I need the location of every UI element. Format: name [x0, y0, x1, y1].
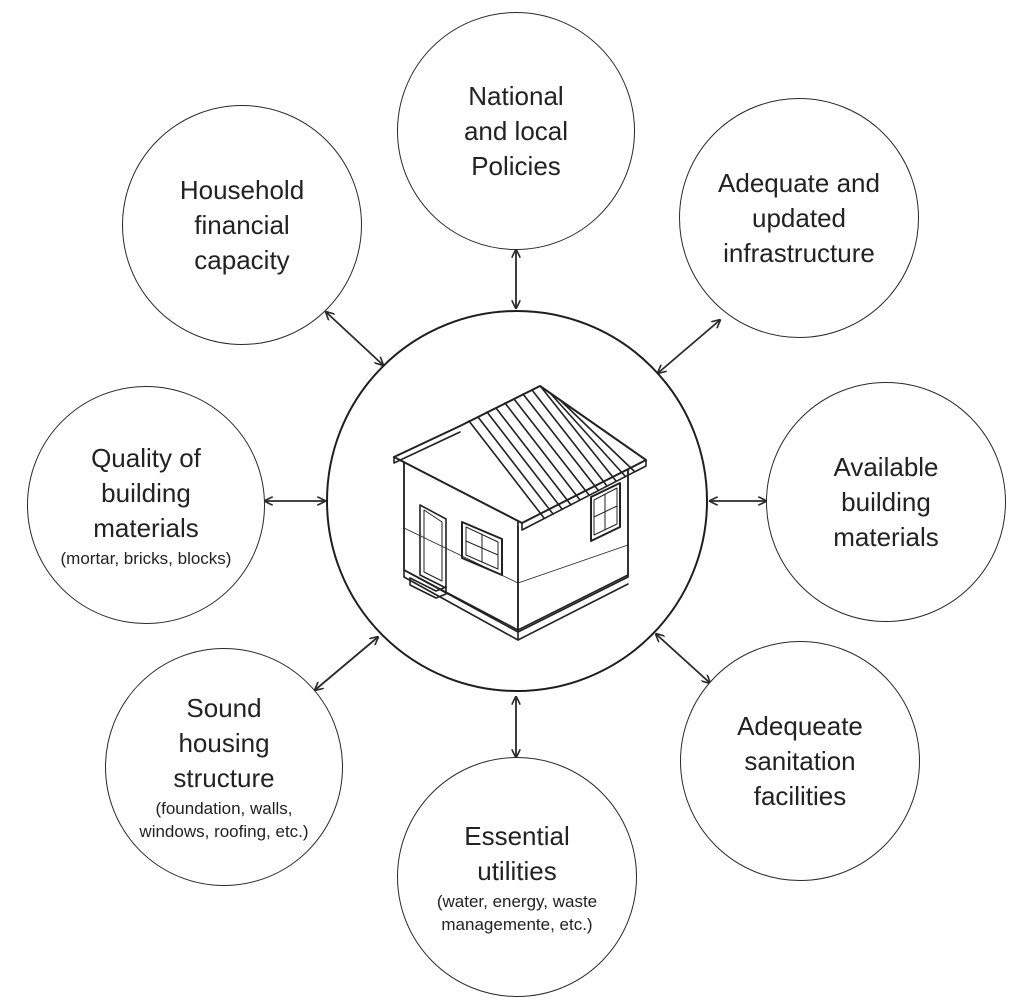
- node-household-financial-capacity: Household financial capacity: [122, 105, 362, 345]
- arrow-financial: [326, 312, 383, 365]
- node-available-building-materials: Available building materials: [766, 382, 1006, 622]
- arrow-infrastructure: [658, 320, 720, 373]
- node-national-local-policies: National and local Policies: [397, 12, 635, 250]
- node-title: Available building materials: [833, 451, 939, 552]
- arrow-sanitation: [656, 634, 710, 683]
- central-house-circle: [326, 310, 708, 692]
- node-adequate-sanitation-facilities: Adequeate sanitation facilities: [680, 641, 920, 881]
- arrow-structure: [315, 637, 378, 690]
- node-essential-utilities: Essential utilities (water, energy, wast…: [397, 757, 637, 997]
- node-title: Essential utilities: [464, 820, 570, 886]
- node-note: (mortar, bricks, blocks): [60, 548, 232, 568]
- node-title: Adequeate sanitation facilities: [737, 710, 863, 811]
- node-title: Quality of building materials: [91, 442, 201, 543]
- node-adequate-updated-infrastructure: Adequate and updated infrastructure: [679, 98, 919, 338]
- node-title: Sound housing structure: [173, 693, 275, 793]
- node-quality-building-materials: Quality of building materials (mortar, b…: [27, 386, 265, 624]
- node-note: (water, energy, waste managemente, etc.): [436, 891, 598, 934]
- node-title: Household financial capacity: [179, 174, 305, 275]
- node-sound-housing-structure: Sound housing structure (foundation, wal…: [105, 648, 343, 886]
- node-title: National and local Policies: [463, 80, 569, 181]
- node-title: Adequate and updated infrastructure: [718, 167, 880, 268]
- node-note: (foundation, walls, windows, roofing, et…: [139, 799, 309, 841]
